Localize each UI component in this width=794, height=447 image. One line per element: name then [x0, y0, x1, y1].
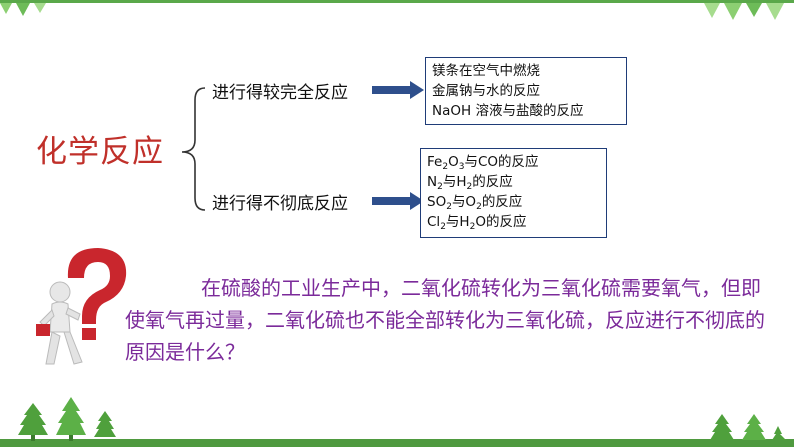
reaction-item: N2与H2的反应	[427, 174, 513, 192]
arrow-right-icon	[372, 81, 424, 99]
subscript: 2	[442, 162, 449, 172]
top-right-triangles	[704, 3, 784, 20]
top-left-triangles	[0, 3, 46, 16]
page-title: 化学反应	[36, 134, 164, 170]
subscript: 2	[469, 222, 476, 232]
complete-reactions-box: 镁条在空气中燃烧 金属钠与水的反应 NaOH 溶液与盐酸的反应	[425, 57, 627, 125]
branch-complete-label: 进行得较完全反应	[212, 83, 348, 103]
subscript: 2	[437, 182, 443, 192]
subscript: 3	[458, 162, 465, 172]
subscript: 2	[446, 202, 452, 212]
question-paragraph: 在硫酸的工业生产中，二氧化硫转化为三氧化硫需要氧气，但即使氧气再过量，二氧化硫也…	[125, 276, 765, 364]
subscript: 2	[466, 182, 473, 192]
subscript: 2	[440, 222, 446, 232]
reaction-item: 金属钠与水的反应	[432, 83, 540, 99]
reaction-item: 镁条在空气中燃烧	[432, 63, 540, 79]
reaction-item: SO2与O2的反应	[427, 194, 523, 212]
incomplete-reactions-box: Fe2O3与CO的反应 N2与H2的反应 SO2与O2的反应 Cl2与H2O的反…	[420, 148, 607, 238]
top-accent-bar	[0, 0, 794, 3]
reaction-item: Fe2O3与CO的反应	[427, 154, 539, 172]
reaction-item: Cl2与H2O的反应	[427, 214, 527, 232]
bottom-right-trees	[710, 414, 786, 440]
subscript: 2	[476, 202, 482, 212]
bottom-left-trees	[18, 397, 116, 441]
reaction-item: NaOH 溶液与盐酸的反应	[432, 103, 584, 119]
branch-incomplete-label: 进行得不彻底反应	[212, 194, 348, 214]
arrow-right-icon	[372, 192, 424, 210]
question-mark-figure	[36, 248, 127, 365]
bottom-accent-bar	[0, 439, 794, 447]
